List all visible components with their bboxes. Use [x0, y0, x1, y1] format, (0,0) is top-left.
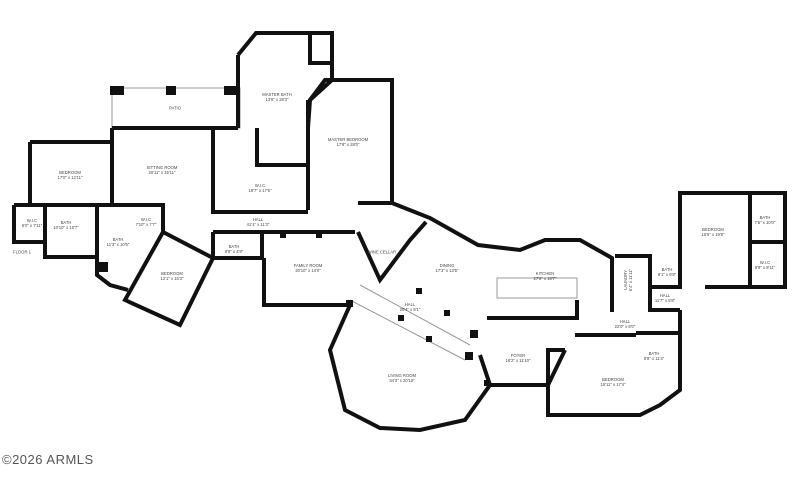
floor-label: FLOOR 1 — [13, 249, 31, 255]
room-dimensions: 19'7" x 17'6" — [248, 188, 272, 193]
room-name: W.I.C — [254, 183, 266, 188]
room-name: DINING — [439, 263, 455, 268]
room-dimensions: 7'10" x 7'7" — [135, 222, 157, 227]
room-name: HALL — [619, 319, 631, 324]
room-name: BATH — [112, 237, 124, 242]
room-name: WINE CELLAR — [367, 249, 397, 255]
room-label: WINE CELLAR — [368, 250, 396, 255]
room-name: BEDROOM — [59, 170, 81, 175]
room-name: PATIO — [169, 105, 181, 111]
room-dimensions: 20'4" x 8'1" — [399, 307, 421, 312]
room-name: HALL — [659, 293, 671, 298]
room-name: SITTING ROOM — [146, 165, 178, 170]
room-name: KITCHEN — [535, 271, 555, 276]
room-dimensions: 13'8" x 28'3" — [265, 97, 289, 102]
room-dimensions: 6'0" x 7'11" — [21, 223, 43, 228]
room-dimensions: 11'3" x 10'5" — [106, 242, 130, 247]
room-dimensions: 17'3" x 13'5" — [435, 268, 459, 273]
room-name: W.I.C — [26, 218, 38, 223]
walls — [12, 31, 787, 433]
room-name: FOYER — [510, 353, 526, 358]
room-dimensions: 9'9" x 8'11" — [754, 265, 776, 270]
room-dimensions: 27'8" x 18'7" — [533, 276, 557, 281]
room-dimensions: 12'1" x 15'3" — [160, 276, 184, 281]
watermark: ©2026 ARMLS — [2, 452, 94, 467]
room-dimensions: 15'6" x 19'8" — [701, 232, 725, 237]
room-dimensions: 22'0" x 8'0" — [614, 324, 636, 329]
room-name: BEDROOM — [161, 271, 183, 276]
room-name: BATH — [759, 215, 771, 220]
room-name: MASTER BEDROOM — [327, 137, 369, 142]
room-name: BATH — [661, 267, 673, 272]
room-label: PATIO — [169, 106, 181, 111]
room-name: BATH — [228, 244, 240, 249]
room-dimensions: 11'7" x 5'8" — [654, 298, 676, 303]
room-dimensions: 20'11" x 15'11" — [148, 170, 176, 175]
room-dimensions: 17'0" x 12'11" — [57, 175, 83, 180]
room-name: MASTER BATH — [262, 92, 292, 97]
room-dimensions: 20'10" x 14'0" — [295, 268, 321, 273]
room-dimensions: 7'6" x 10'0" — [754, 220, 776, 225]
room-dimensions: 8'8" x 4'9" — [224, 249, 244, 254]
room-dimensions: 17'8" x 28'0" — [336, 142, 360, 147]
room-name: BATH — [60, 220, 72, 225]
room-dimensions: 8'8" x 11'4" — [643, 356, 665, 361]
room-name: HALL — [252, 217, 264, 222]
room-name: W.I.C — [759, 260, 771, 265]
room-dimensions: 15'11" x 17'4" — [600, 382, 626, 387]
room-dimensions: 18'2" x 11'10" — [505, 358, 531, 363]
room-name: LIVING ROOM — [388, 373, 416, 378]
columns — [98, 86, 490, 386]
room-dimensions: 10'10" x 10'7" — [53, 225, 79, 230]
room-name: BEDROOM — [602, 377, 624, 382]
room-name: HALL — [404, 302, 416, 307]
room-name: BEDROOM — [702, 227, 724, 232]
room-dimensions: 34'3" x 20'10" — [389, 378, 415, 383]
room-name: FAMILY ROOM — [293, 263, 323, 268]
room-dimensions: 6'1" x 6'8" — [657, 272, 677, 277]
room-name: BATH — [648, 351, 660, 356]
room-name: W.I.C — [140, 217, 152, 222]
room-dimensions: 6'4" x 11'11" — [628, 268, 633, 292]
room-dimensions: 41'1" x 11'3" — [246, 222, 270, 227]
